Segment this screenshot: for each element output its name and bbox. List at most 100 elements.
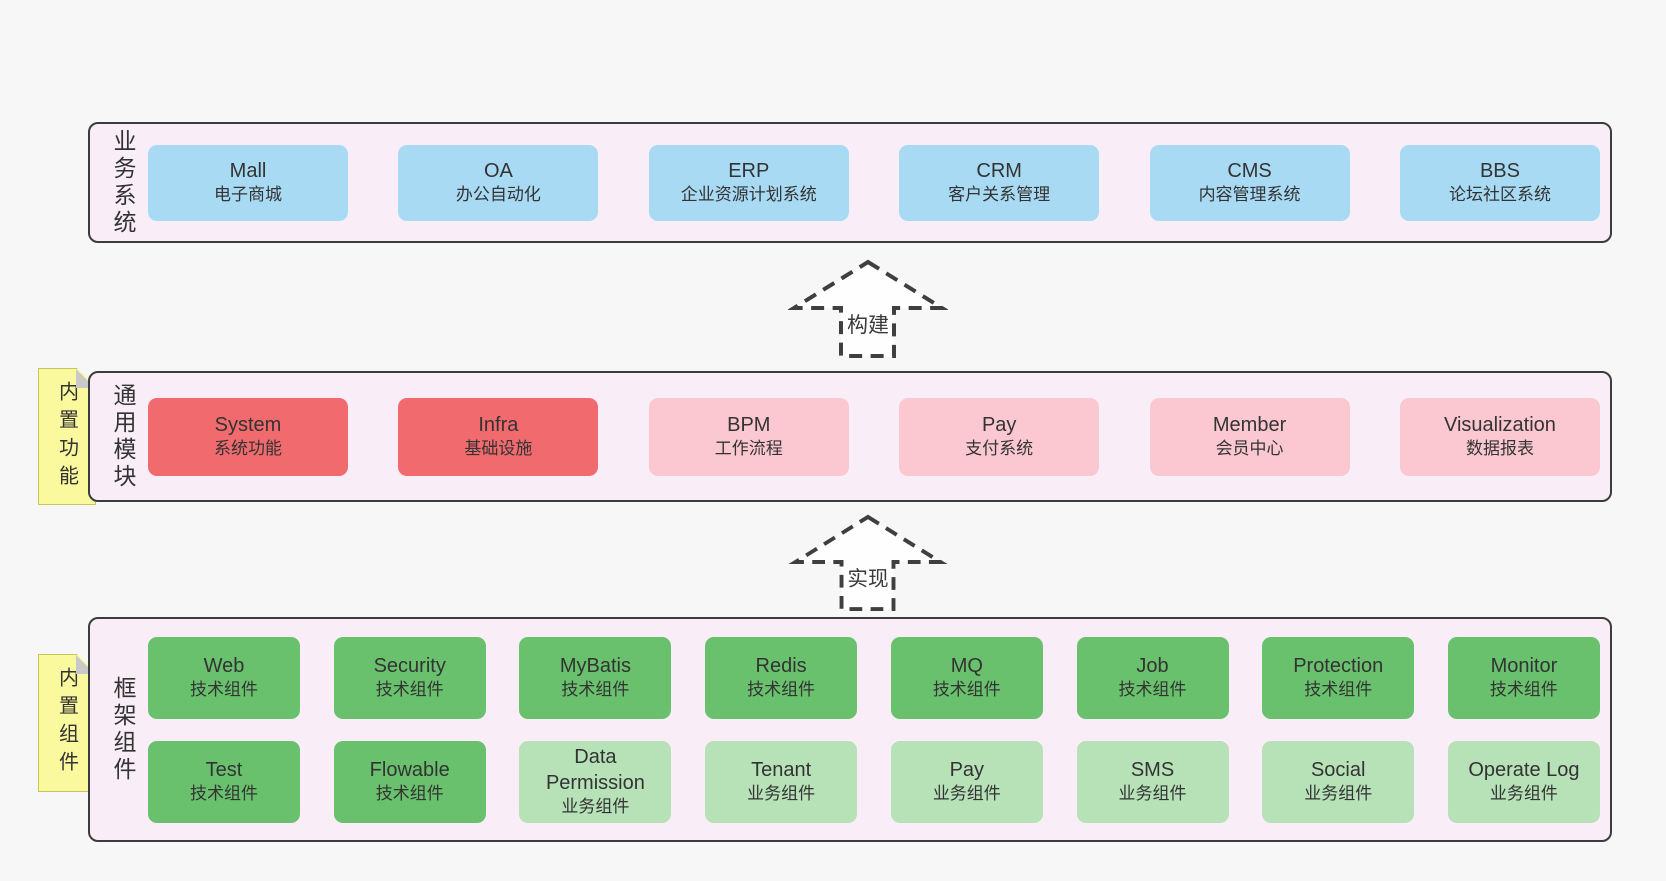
box-title: CRM xyxy=(976,160,1022,183)
box-sms: SMS 业务组件 xyxy=(1076,740,1229,823)
box-subtitle: 论坛社区系统 xyxy=(1448,185,1551,205)
arrow-label: 实现 xyxy=(847,568,888,591)
box-title: Tenant xyxy=(751,759,812,782)
box-crm: CRM 客户关系管理 xyxy=(899,144,1100,221)
box-title: Member xyxy=(1212,414,1287,437)
panel-label-column: 业务系统 xyxy=(102,124,144,241)
box-title: Web xyxy=(203,655,245,678)
box-title: Social xyxy=(1310,759,1366,782)
box-title: SMS xyxy=(1130,759,1175,782)
box-title: Protection xyxy=(1293,655,1384,678)
box-row: Web 技术组件 Security 技术组件 MyBatis 技术组件 Redi… xyxy=(148,636,1600,719)
box-subtitle: 企业资源计划系统 xyxy=(680,185,817,205)
box-subtitle: 技术组件 xyxy=(1118,680,1187,700)
box-title: CMS xyxy=(1227,160,1272,183)
box-title: Data Permission xyxy=(545,746,645,795)
box-subtitle: 业务组件 xyxy=(1304,784,1373,804)
box-subtitle: 电子商城 xyxy=(214,185,282,205)
up-arrow-dashed-icon: 构建 xyxy=(788,259,948,358)
box-title: Test xyxy=(205,759,243,782)
box-title: Monitor xyxy=(1490,655,1558,678)
panel-label-column: 通用模块 xyxy=(102,373,144,500)
box-subtitle: 业务组件 xyxy=(1118,784,1187,804)
box-title: Security xyxy=(373,655,446,678)
panel-label-column: 框架组件 xyxy=(102,619,144,840)
panel-title: 业务系统 xyxy=(110,128,136,237)
box-subtitle: 会员中心 xyxy=(1215,439,1284,459)
box-subtitle: 业务组件 xyxy=(561,797,630,817)
box-oa: OA 办公自动化 xyxy=(398,144,599,221)
box-tenant: Tenant 业务组件 xyxy=(705,740,858,823)
box-title: Flowable xyxy=(369,759,450,782)
box-title: System xyxy=(214,414,282,437)
box-visualization: Visualization 数据报表 xyxy=(1399,397,1600,476)
box-title: BPM xyxy=(727,414,771,437)
box-infra: Infra 基础设施 xyxy=(398,397,599,476)
arrow-implement: 实现 xyxy=(788,513,948,613)
box-subtitle: 系统功能 xyxy=(214,439,282,459)
box-title: Pay xyxy=(949,759,985,782)
box-social: Social 业务组件 xyxy=(1262,740,1415,823)
box-subtitle: 技术组件 xyxy=(190,680,258,700)
box-bbs: BBS 论坛社区系统 xyxy=(1399,144,1600,221)
box-subtitle: 技术组件 xyxy=(1304,680,1373,700)
box-subtitle: 基础设施 xyxy=(464,439,533,459)
arrow-build: 构建 xyxy=(788,258,948,360)
box-security: Security 技术组件 xyxy=(333,636,486,719)
box-title: Infra xyxy=(478,414,519,437)
box-subtitle: 工作流程 xyxy=(714,439,783,459)
panel-common-modules: 通用模块 System 系统功能 Infra 基础设施 BPM 工作流程 Pay xyxy=(88,371,1612,502)
box-system: System 系统功能 xyxy=(148,397,348,476)
box-data-permission: Data Permission 业务组件 xyxy=(519,740,672,823)
box-monitor: Monitor 技术组件 xyxy=(1447,636,1600,719)
box-subtitle: 技术组件 xyxy=(561,680,630,700)
box-row: Mall 电子商城 OA 办公自动化 ERP 企业资源计划系统 CRM 客户关系… xyxy=(148,144,1600,221)
panel-framework-components: 框架组件 Web 技术组件 Security 技术组件 MyBatis 技术组件… xyxy=(88,617,1612,842)
box-erp: ERP 企业资源计划系统 xyxy=(648,144,849,221)
box-subtitle: 技术组件 xyxy=(932,680,1001,700)
box-subtitle: 技术组件 xyxy=(190,784,258,804)
box-subtitle: 业务组件 xyxy=(932,784,1001,804)
box-mybatis: MyBatis 技术组件 xyxy=(519,636,672,719)
box-protection: Protection 技术组件 xyxy=(1262,636,1415,719)
panel-title: 通用模块 xyxy=(110,382,136,491)
sticky-note-label: 内置功能 xyxy=(55,380,78,493)
box-subtitle: 客户关系管理 xyxy=(948,185,1051,205)
box-mall: Mall 电子商城 xyxy=(148,144,348,221)
box-title: Pay xyxy=(981,414,1017,437)
box-pay: Pay 支付系统 xyxy=(899,397,1100,476)
box-flowable: Flowable 技术组件 xyxy=(333,740,486,823)
box-title: BBS xyxy=(1479,160,1520,183)
box-subtitle: 业务组件 xyxy=(1489,784,1558,804)
box-cms: CMS 内容管理系统 xyxy=(1149,144,1350,221)
box-row: System 系统功能 Infra 基础设施 BPM 工作流程 Pay 支付系统… xyxy=(148,397,1600,476)
up-arrow-dashed-icon: 实现 xyxy=(788,514,948,612)
box-web: Web 技术组件 xyxy=(148,636,300,719)
box-title: ERP xyxy=(728,160,770,183)
panel-title: 框架组件 xyxy=(110,675,136,784)
box-title: OA xyxy=(483,160,513,183)
box-subtitle: 内容管理系统 xyxy=(1198,185,1301,205)
box-test: Test 技术组件 xyxy=(148,740,300,823)
box-subtitle: 技术组件 xyxy=(747,680,816,700)
box-subtitle: 业务组件 xyxy=(747,784,816,804)
box-title: Visualization xyxy=(1443,414,1556,437)
box-member: Member 会员中心 xyxy=(1149,397,1350,476)
sticky-note-label: 内置组件 xyxy=(55,667,78,779)
arrow-label: 构建 xyxy=(847,314,889,337)
box-title: MyBatis xyxy=(559,655,631,678)
panel-business-systems: 业务系统 Mall 电子商城 OA 办公自动化 ERP 企业资源计划系统 CRM xyxy=(88,122,1612,243)
box-subtitle: 技术组件 xyxy=(1489,680,1558,700)
box-title: Operate Log xyxy=(1468,759,1580,782)
box-job: Job 技术组件 xyxy=(1076,636,1229,719)
box-pay-business: Pay 业务组件 xyxy=(890,740,1043,823)
box-bpm: BPM 工作流程 xyxy=(648,397,849,476)
box-operate-log: Operate Log 业务组件 xyxy=(1447,740,1600,823)
box-redis: Redis 技术组件 xyxy=(705,636,858,719)
box-subtitle: 数据报表 xyxy=(1465,439,1534,459)
box-title: MQ xyxy=(950,655,983,678)
box-row: Test 技术组件 Flowable 技术组件 Data Permission … xyxy=(148,740,1600,823)
box-subtitle: 技术组件 xyxy=(375,784,444,804)
box-subtitle: 办公自动化 xyxy=(455,185,541,205)
box-title: Mall xyxy=(229,160,267,183)
